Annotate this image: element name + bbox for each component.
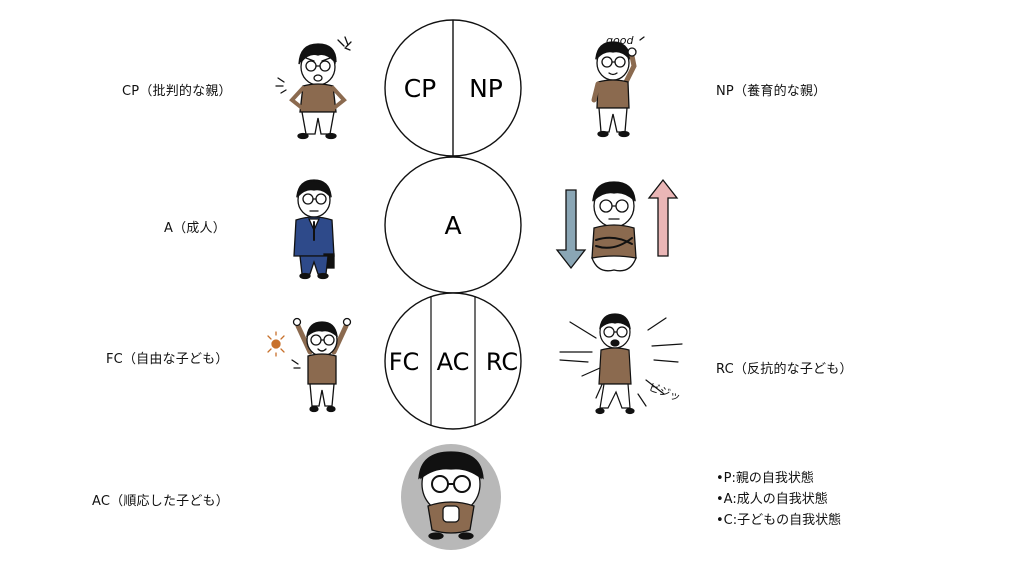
circle-label-ac: AC [437, 348, 470, 376]
circle-label-rc: RC [486, 348, 518, 376]
circle-parent: CP NP [384, 19, 522, 157]
circle-label-a: A [444, 211, 461, 240]
label-ac: AC（順応した子ども） [92, 494, 229, 509]
circle-label-fc: FC [389, 348, 420, 376]
legend-item-parent: •P:親の自我状態 [716, 471, 814, 486]
circle-label-np: NP [469, 74, 503, 103]
circle-adult: A [384, 156, 522, 294]
illustration-fc-cheering-man [267, 317, 352, 413]
biji-annotation: ビジッ [647, 381, 682, 405]
circle-label-cp: CP [404, 74, 437, 103]
label-cp: CP（批判的な親） [122, 84, 232, 99]
legend: •P:親の自我状態 •A:成人の自我状態 •C:子どもの自我状態 [716, 468, 841, 531]
circle-child: FC AC RC [384, 292, 522, 430]
label-rc: RC（反抗的な子ども） [716, 362, 853, 377]
illustration-np-good-man: good [591, 34, 645, 138]
illustration-rc-rebellious-man: ビジッ [559, 313, 683, 415]
legend-item-adult: •A:成人の自我状態 [716, 492, 828, 507]
label-fc: FC（自由な子ども） [106, 352, 229, 367]
illustration-a-suit-man [293, 179, 335, 280]
label-a: A（成人） [164, 221, 226, 236]
illustration-ac-compliant-man [401, 444, 501, 550]
illustration-cp-angry-man [275, 36, 352, 140]
legend-item-child: •C:子どもの自我状態 [716, 513, 842, 528]
illustration-a-arms-crossed-man [555, 178, 679, 272]
label-np: NP（養育的な親） [716, 84, 827, 99]
